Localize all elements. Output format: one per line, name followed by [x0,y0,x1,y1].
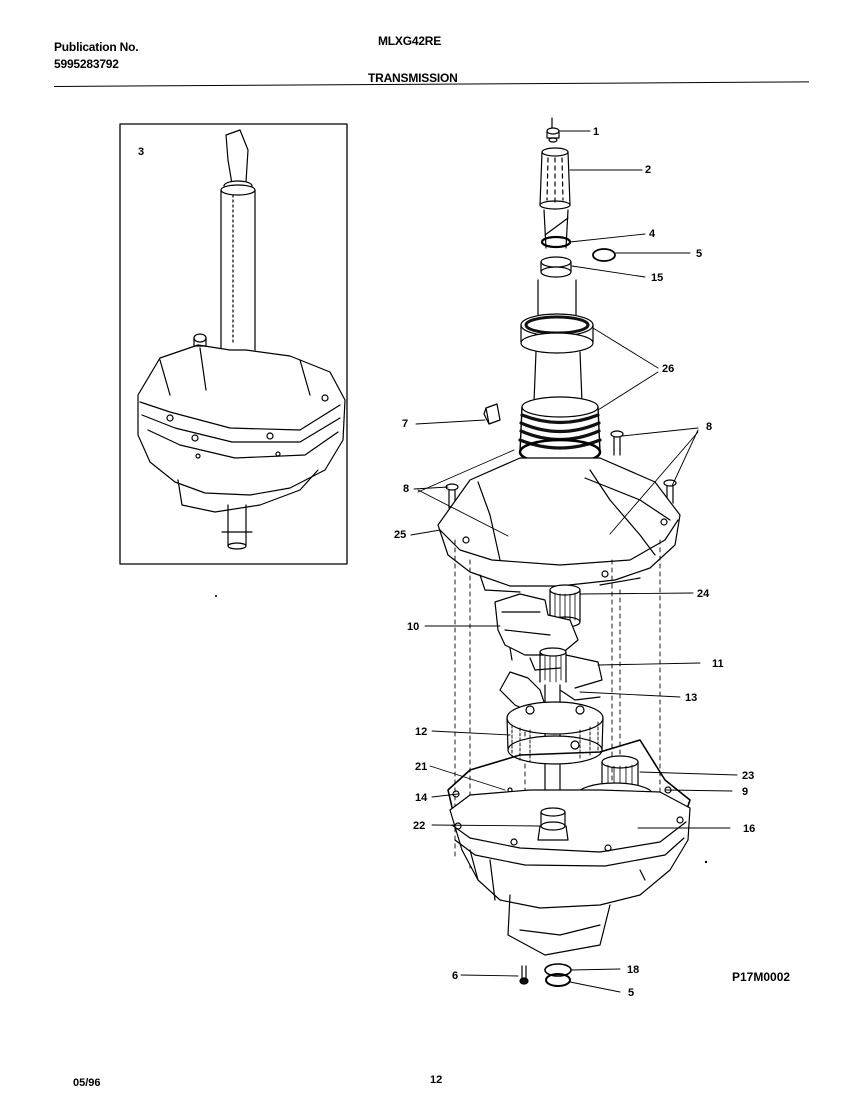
callout-6: 6 [452,970,458,982]
callout-21: 21 [415,761,427,773]
part-26-seal-collar [520,313,594,403]
figure-code: P17M0002 [732,970,791,984]
part-18-ring [544,963,572,987]
callout-1: 1 [593,126,599,138]
publication-number: 5995283792 [54,57,119,71]
model-number: MLXG42RE [378,34,442,48]
inset-frame [119,123,348,565]
part-10-crank-gear [494,593,579,671]
callout-8-right: 8 [706,421,712,433]
part-7-plug [483,403,501,425]
callout-13: 13 [685,692,697,704]
part-26-lower-seal [518,396,602,466]
inset-label: 3 [138,146,144,158]
inset-assembled-transmission: 3 [119,123,348,565]
part-25-cover [437,457,681,593]
callout-5-bottom: 5 [628,987,634,999]
section-title: TRANSMISSION [368,71,458,85]
callout-9: 9 [742,786,748,798]
callout-18: 18 [627,964,639,976]
callout-7: 7 [402,418,408,430]
callout-14: 14 [415,792,428,804]
callout-22: 22 [413,820,425,832]
speck [704,860,708,864]
part-16-gearcase [449,789,691,956]
callout-5-top: 5 [696,248,702,260]
part-2-spline-sleeve [539,147,571,210]
part-1-nut [546,117,560,143]
callout-11: 11 [712,658,724,670]
callout-15: 15 [651,272,663,284]
page-number: 12 [430,1074,443,1086]
part-6-screw [519,965,529,985]
footer-date: 05/96 [73,1077,101,1089]
part-13-shift-fork [499,671,601,713]
callout-12: 12 [415,726,427,738]
callout-16: 16 [743,823,755,835]
callout-10: 10 [407,621,419,633]
publication-label: Publication No. [54,40,139,54]
callout-8-left: 8 [403,483,409,495]
callout-24: 24 [697,588,710,600]
part-12-drive-gear [506,701,604,765]
callout-2: 2 [645,164,651,176]
callout-labels: 1 2 4 5 15 26 7 8 8 25 24 10 11 13 12 21… [394,126,755,999]
upper-shaft-and-rings [537,209,616,319]
callout-25: 25 [394,529,406,541]
leader-lines [410,130,738,993]
callout-26: 26 [662,363,674,375]
callout-4: 4 [649,228,656,240]
part-22-bearing [537,807,569,841]
speck [215,595,217,597]
callout-23: 23 [742,770,754,782]
